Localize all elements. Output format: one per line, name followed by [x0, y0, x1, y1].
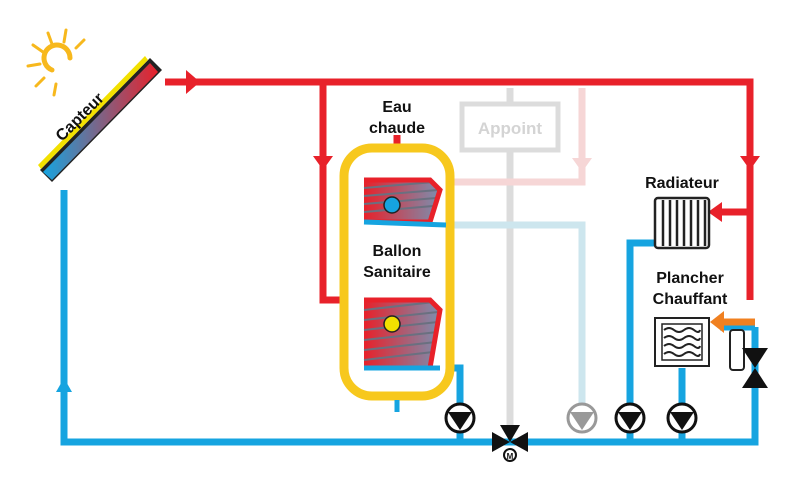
upper-coil: [363, 177, 447, 228]
lower-coil: [363, 297, 443, 371]
ballon-label-line1: Ballon: [373, 243, 422, 260]
solar-collector: [38, 56, 162, 182]
radiateur-label: Radiateur: [645, 175, 719, 192]
pump-appoint-icon: [566, 402, 598, 434]
pump-ballon-icon: [444, 402, 476, 434]
plancher-label-line2: Chauffant: [653, 291, 728, 308]
floor-heating-icon: [654, 317, 710, 367]
upper-coil-sensor: [383, 196, 401, 214]
expansion-vessel-icon: [729, 329, 745, 371]
radiator-icon: [653, 196, 711, 250]
plancher-label-line1: Plancher: [656, 270, 724, 287]
radiator-inlet-arrow: [708, 202, 722, 222]
eau-chaude-label-line2: chaude: [369, 120, 425, 137]
three-way-valve-icon: M: [492, 425, 528, 462]
hot-flow-arrow: [186, 70, 200, 94]
bypass-valve-icon: [742, 348, 768, 388]
pump-radiator-icon: [614, 402, 646, 434]
hot-down-arrow-right: [740, 156, 760, 170]
floor-heating-feed-arrow: [710, 311, 724, 333]
hot-down-arrow-ballon: [313, 156, 333, 170]
lower-coil-sensor: [383, 315, 401, 333]
sun-icon: [26, 28, 86, 97]
appoint-box: [459, 101, 561, 153]
ballon-label-line2: Sanitaire: [363, 264, 431, 281]
pump-floor-heating-icon: [666, 402, 698, 434]
eau-chaude-label-line1: Eau: [382, 99, 411, 116]
svg-text:M: M: [507, 452, 514, 461]
appoint-label: Appoint: [478, 119, 543, 138]
cold-return-arrow: [56, 378, 72, 392]
